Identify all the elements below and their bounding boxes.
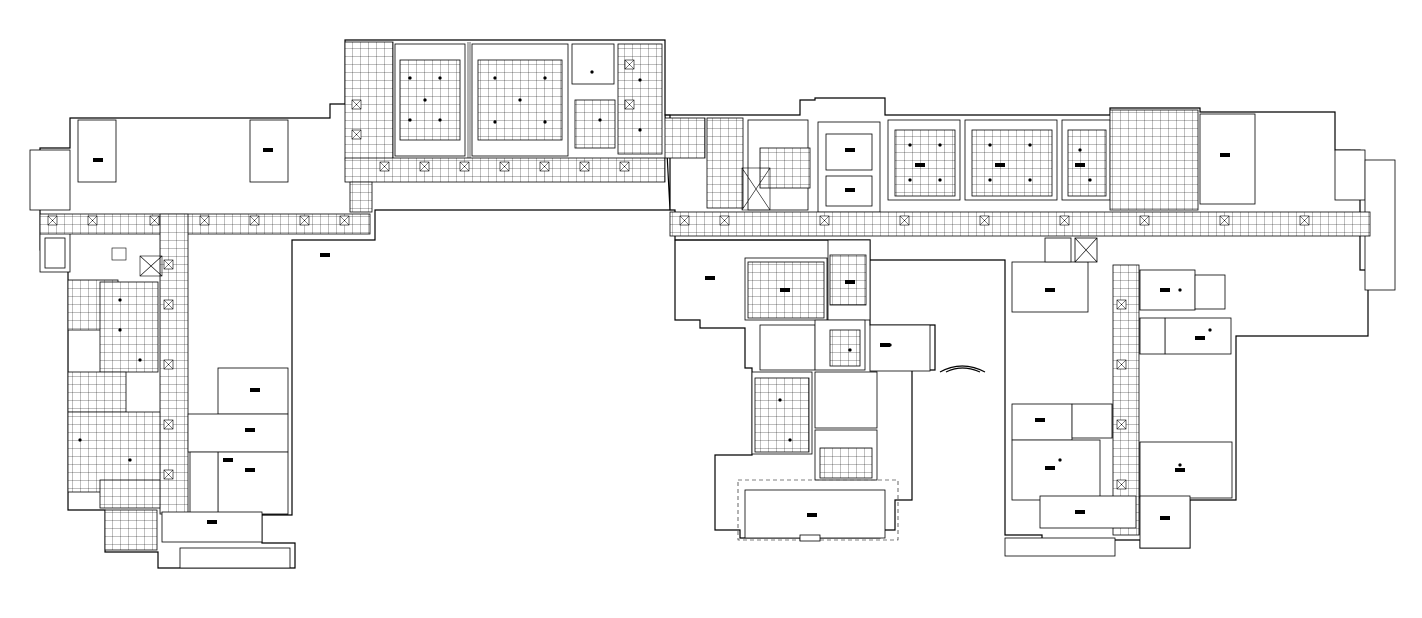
north-block [344,41,666,213]
central-entrance [674,239,986,542]
central-connector [664,97,1396,549]
east-wing [1004,237,1233,557]
